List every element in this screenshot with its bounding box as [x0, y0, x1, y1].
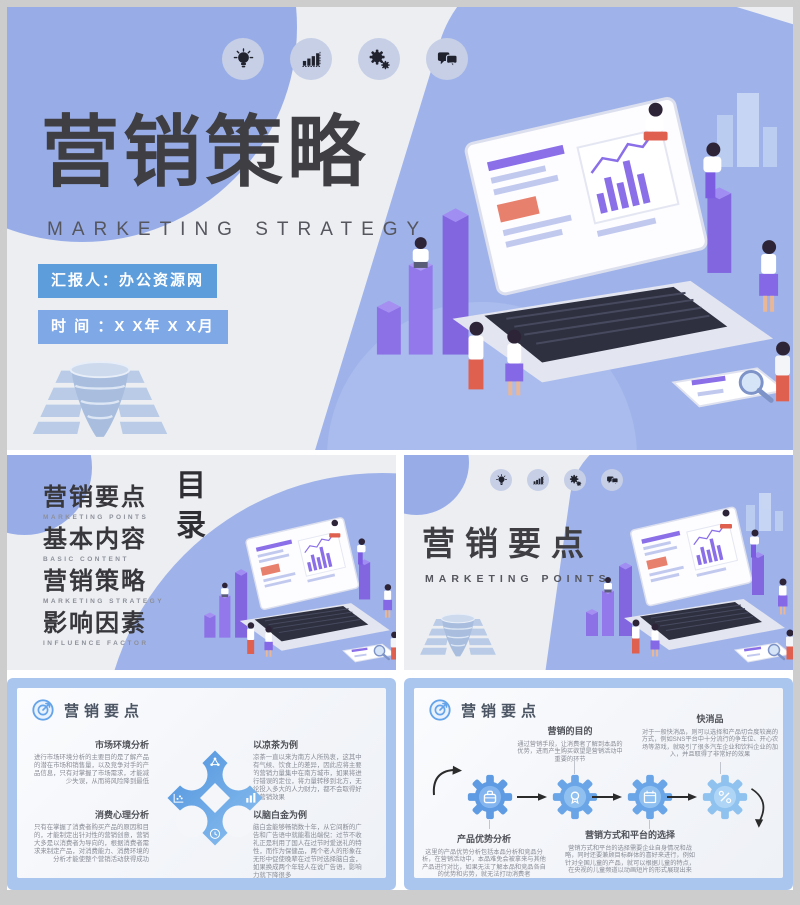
- section-icon-row: [490, 469, 623, 491]
- block-body: 通过营销手段，让消费者了解到本品的优势，进而产生购买欲望是营销活动中重要的环节: [517, 741, 623, 763]
- gear-step-1 briefcase-icon: [467, 774, 513, 820]
- goal-target-icon: [428, 698, 452, 722]
- arrow-right-icon: [517, 793, 547, 801]
- isometric-illustration-small: [576, 501, 793, 670]
- connector-line: [574, 759, 575, 774]
- connector-line: [649, 820, 650, 829]
- point-block-psychology: 消费心理分析 只有在掌握了消费者购买产品的原因和目的，才能制定出针对性的营销创意…: [31, 808, 149, 864]
- toc-item-sublabel: MARKETING STRATEGY: [43, 598, 165, 605]
- date-banner: 时 间 ：X X年 X X月: [38, 310, 228, 344]
- flow-block-purpose: 营销的目的 通过营销手段，让消费者了解到本品的优势，进而产生购买欲望是营销活动中…: [490, 724, 650, 763]
- history-clock-icon: [209, 828, 221, 839]
- scatter-chart-icon: [173, 793, 184, 803]
- point-block-herbal-tea: 以凉茶为例 凉茶一直以来为南方人所热衷，这其中有气候、饮食上的差异，因此应将主要…: [253, 738, 365, 802]
- flow-block-fmcg: 快消品 对于一般快消品，则可以选择和产品切合度较高的方式，例如SNS平台中十分流…: [635, 712, 785, 759]
- gears-icon: [564, 469, 586, 491]
- block-title: 快消品: [696, 714, 724, 724]
- cover-subtitle: MARKETING STRATEGY: [47, 219, 429, 240]
- gear-step-4 percent-icon: [702, 774, 748, 820]
- block-title: 消费心理分析: [94, 810, 149, 820]
- cover-title: 营销策略: [41, 108, 370, 196]
- slide-section: 营销要点 MARKETING POINTS: [404, 455, 793, 670]
- block-body: 凉茶一直以来为南方人所热衷，这其中有气候、饮食上的差异，因此应将主要的营销力量集…: [253, 754, 362, 801]
- funnel-graphic: [29, 357, 171, 441]
- city-silhouette: [717, 93, 777, 167]
- slide-cover: 营销策略 MARKETING STRATEGY 汇报人：办公资源网 时 间 ：X…: [7, 7, 793, 450]
- toc-item-sublabel: MARKETING POINTS: [43, 514, 149, 521]
- preview-canvas: 营销策略 MARKETING STRATEGY 汇报人：办公资源网 时 间 ：X…: [7, 7, 793, 890]
- toc-item-4: 影响因素 INFLUENCE FACTOR: [43, 610, 149, 648]
- toc-item-label: 营销策略: [43, 568, 147, 595]
- funnel-graphic: [418, 611, 498, 659]
- toc-item-2: 基本内容 BASIC CONTENT: [43, 526, 147, 564]
- lightbulb-icon: [490, 469, 512, 491]
- toc-item-3: 营销策略 MARKETING STRATEGY: [43, 568, 165, 606]
- molecule-icon: [210, 757, 220, 766]
- slide-points: 营销要点 市场环境分析 进行市场环境分析的主要目的是了解产品的潜在市场和销售量，…: [7, 678, 396, 890]
- block-title: 营销方式和平台的选择: [584, 830, 675, 840]
- bar-chart-icon: [290, 38, 332, 80]
- isometric-illustration-small: [195, 513, 396, 670]
- arrow-right-icon: [667, 793, 697, 801]
- toc-item-sublabel: INFLUENCE FACTOR: [43, 640, 149, 647]
- arrow-right-icon: [592, 793, 622, 801]
- chat-icon: [601, 469, 623, 491]
- toc-title: 目录: [171, 469, 204, 549]
- slide-process: 营销要点 营销的目的 通过营销手段，让消费者了解到本品的优势，进而产生购买欲望是…: [404, 678, 793, 890]
- cover-icon-row: [222, 38, 468, 80]
- pinwheel-diagram: [167, 750, 263, 846]
- bar-chart-icon: [246, 793, 256, 803]
- curved-arrow-end-icon: [750, 788, 765, 828]
- block-body: 这里的产品优势分析包括本品分析和竞品分析，在营销活动中，本品难免会被拿来与其他产…: [422, 849, 546, 879]
- section-subtitle: MARKETING POINTS: [425, 573, 611, 585]
- slide-header-title: 营销要点: [64, 702, 145, 720]
- toc-item-label: 影响因素: [43, 610, 147, 637]
- block-body: 进行市场环境分析的主要目的是了解产品的潜在市场和销售量，以及竞争对手的产品信息，…: [33, 754, 149, 785]
- slide-header: 营销要点: [31, 698, 144, 722]
- gear-step-2 medal-icon: [552, 774, 598, 820]
- decor-blob-topleft: [404, 455, 469, 515]
- block-body: 对于一般快消品，则可以选择和产品切合度较高的方式，例如SNS平台中十分流行的争车…: [641, 729, 779, 759]
- block-body: 脑白金能够畅销数十年，从它间断的广告和广告语中就能看出端倪：过节不收礼正是利用了…: [253, 824, 362, 879]
- slide-header: 营销要点: [428, 698, 541, 722]
- isometric-illustration: [357, 83, 793, 431]
- connector-line: [720, 762, 721, 774]
- block-body: 只有在掌握了消费者购买产品的原因和目的，才能制定出针对性的营销创意，营销大多是以…: [33, 824, 149, 863]
- slide-header-title: 营销要点: [461, 702, 542, 720]
- bar-chart-icon: [527, 469, 549, 491]
- block-body: 营销方式和平台的选择需要企业自身情况和战略，同时还要兼顾目标群体的喜好来进行，例…: [565, 845, 695, 875]
- goal-target-icon: [31, 698, 55, 722]
- toc-item-label: 营销要点: [43, 484, 147, 511]
- content-panel: 营销要点 市场环境分析 进行市场环境分析的主要目的是了解产品的潜在市场和销售量，…: [17, 688, 386, 880]
- lightbulb-icon: [222, 38, 264, 80]
- toc-item-sublabel: BASIC CONTENT: [43, 556, 129, 563]
- curved-arrow-start-icon: [432, 765, 462, 796]
- flow-block-platform: 营销方式和平台的选择 营销方式和平台的选择需要企业自身情况和战略，同时还要兼顾目…: [555, 828, 705, 875]
- block-title: 以凉茶为例: [253, 740, 299, 750]
- block-title: 营销的目的: [547, 726, 593, 736]
- content-panel: 营销要点 营销的目的 通过营销手段，让消费者了解到本品的优势，进而产生购买欲望是…: [414, 688, 783, 878]
- flow-block-advantage: 产品优势分析 这里的产品优势分析包括本品分析和竞品分析，在营销活动中，本品难免会…: [414, 832, 554, 879]
- connector-line: [489, 820, 490, 829]
- city-silhouette: [746, 493, 783, 531]
- toc-item-1: 营销要点 MARKETING POINTS: [43, 484, 149, 522]
- chat-icon: [426, 38, 468, 80]
- slide-toc: 营销要点 MARKETING POINTS 基本内容 BASIC CONTENT…: [7, 455, 396, 670]
- point-block-market-env: 市场环境分析 进行市场环境分析的主要目的是了解产品的潜在市场和销售量，以及竞争对…: [31, 738, 149, 786]
- gears-icon: [358, 38, 400, 80]
- block-title: 产品优势分析: [456, 834, 511, 844]
- block-title: 以脑白金为例: [253, 810, 308, 820]
- gear-step-3 calendar-icon: [627, 774, 673, 820]
- point-block-naobaijin: 以脑白金为例 脑白金能够畅销数十年，从它间断的广告和广告语中就能看出端倪：过节不…: [253, 808, 365, 880]
- toc-item-label: 基本内容: [43, 526, 147, 553]
- block-title: 市场环境分析: [94, 740, 149, 750]
- presenter-banner: 汇报人：办公资源网: [38, 264, 218, 298]
- section-title: 营销要点: [422, 525, 594, 562]
